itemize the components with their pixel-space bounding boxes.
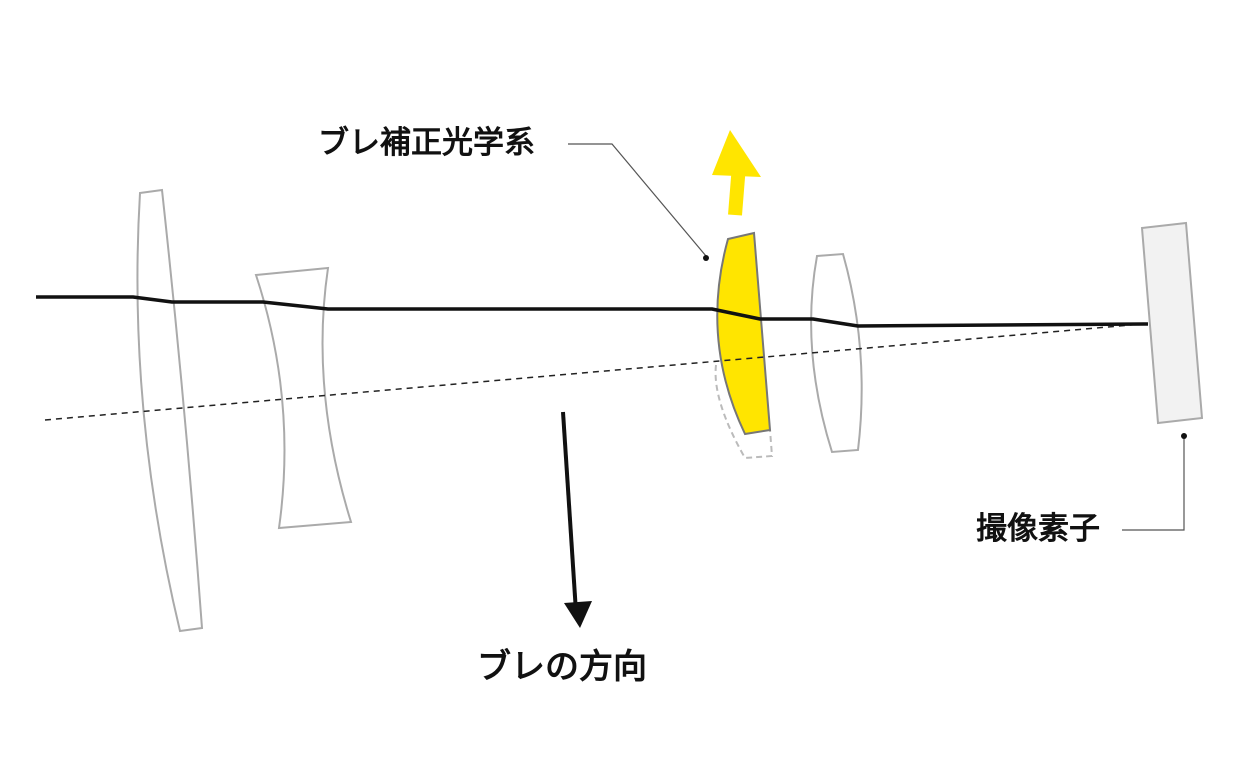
stabilizer-leader-dot <box>703 255 709 261</box>
stabilizer-ghost-outline <box>714 364 774 460</box>
lens-element-2 <box>254 266 353 530</box>
stabilizer-leader-line <box>568 143 707 257</box>
sensor-leader-line <box>1122 438 1185 531</box>
shifted-axis-dashed-line <box>44 323 1143 421</box>
shake-arrow-head <box>564 601 592 628</box>
stabilizer-label: ブレ補正光学系 <box>318 125 535 161</box>
shake-arrow-shaft <box>561 411 578 613</box>
sensor-label: 撮像素子 <box>976 511 1100 547</box>
image-sensor <box>1140 221 1204 425</box>
sensor-leader-dot <box>1181 433 1187 439</box>
shake-direction-label: ブレの方向 <box>477 647 647 687</box>
stabilizer-lens <box>716 231 772 436</box>
correction-arrow-head <box>712 130 761 177</box>
lens-element-4 <box>810 252 863 454</box>
light-ray <box>36 295 1149 328</box>
